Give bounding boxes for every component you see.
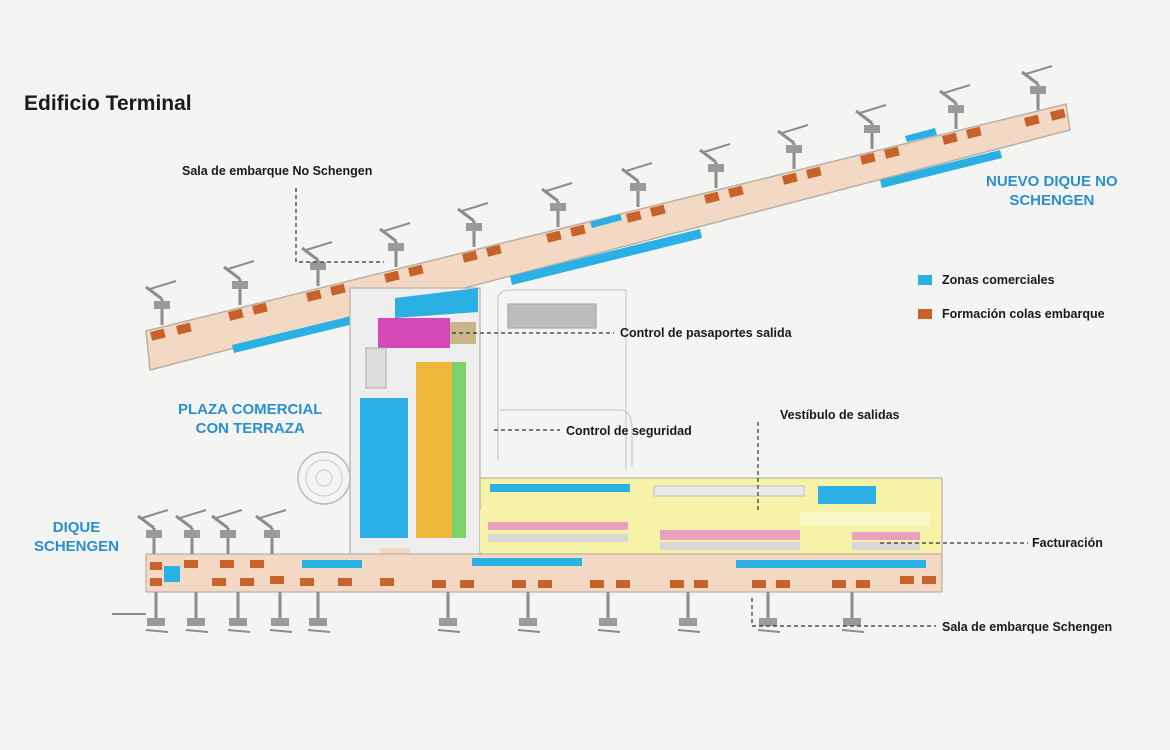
passport-control-zone — [378, 318, 450, 348]
area-label-line: DIQUE — [52, 519, 101, 536]
legend-swatch — [918, 275, 932, 285]
jet-bridges-schengen-bottom — [144, 590, 866, 634]
area-label-schengen-pier: DIQUE SCHENGEN — [34, 518, 119, 556]
callout-passport-control: Control de pasaportes salida — [620, 326, 792, 340]
legend-label: Zonas comerciales — [942, 273, 1055, 287]
area-label-line: PLAZA COMERCIAL — [178, 401, 323, 418]
area-label-commercial-plaza: PLAZA COMERCIAL CON TERRAZA — [178, 400, 322, 438]
callout-departures-hall: Vestíbulo de salidas — [780, 408, 900, 422]
queue-zones-schengen — [150, 560, 936, 588]
check-in-desks — [660, 530, 800, 540]
legend-queue-zones: Formación colas embarque — [918, 307, 1105, 321]
area-label-new-non-schengen-pier: NUEVO DIQUE NO SCHENGEN — [986, 172, 1118, 210]
area-label-line: SCHENGEN — [1009, 192, 1095, 209]
commercial-plaza-zone — [360, 398, 408, 538]
central-building — [349, 287, 481, 579]
area-label-line: NUEVO DIQUE NO — [986, 173, 1118, 190]
commercial-zone — [395, 288, 478, 318]
non-schengen-pier — [144, 64, 1071, 371]
jet-bridges-diagonal — [144, 64, 1054, 327]
callout-schengen-lounge: Sala de embarque Schengen — [942, 620, 1113, 634]
callout-security-control: Control de seguridad — [566, 424, 692, 438]
departures-hall — [479, 477, 943, 563]
schengen-pier — [112, 508, 943, 634]
jet-bridges-schengen-top — [136, 508, 288, 556]
queue-zones-diagonal — [149, 108, 1066, 341]
security-control-zone — [416, 362, 452, 538]
area-label-line: SCHENGEN — [34, 538, 120, 555]
legend-commercial-zones: Zonas comerciales — [918, 273, 1055, 287]
legend-swatch — [918, 309, 932, 319]
parking-outline — [497, 289, 633, 470]
callout-leaders — [295, 188, 1028, 627]
commercial-zone — [905, 128, 937, 142]
commercial-zone — [590, 214, 622, 228]
check-in-desks — [852, 532, 920, 540]
callout-no-schengen-lounge: Sala de embarque No Schengen — [182, 164, 373, 178]
commercial-zone — [880, 150, 1002, 188]
commercial-zone — [510, 229, 702, 285]
callout-check-in: Facturación — [1032, 536, 1103, 550]
commercial-plaza-rotunda — [297, 451, 351, 505]
area-label-line: CON TERRAZA — [195, 420, 305, 437]
page-title: Edificio Terminal — [24, 92, 192, 115]
legend-label: Formación colas embarque — [942, 307, 1105, 321]
check-in-desks — [488, 522, 628, 530]
